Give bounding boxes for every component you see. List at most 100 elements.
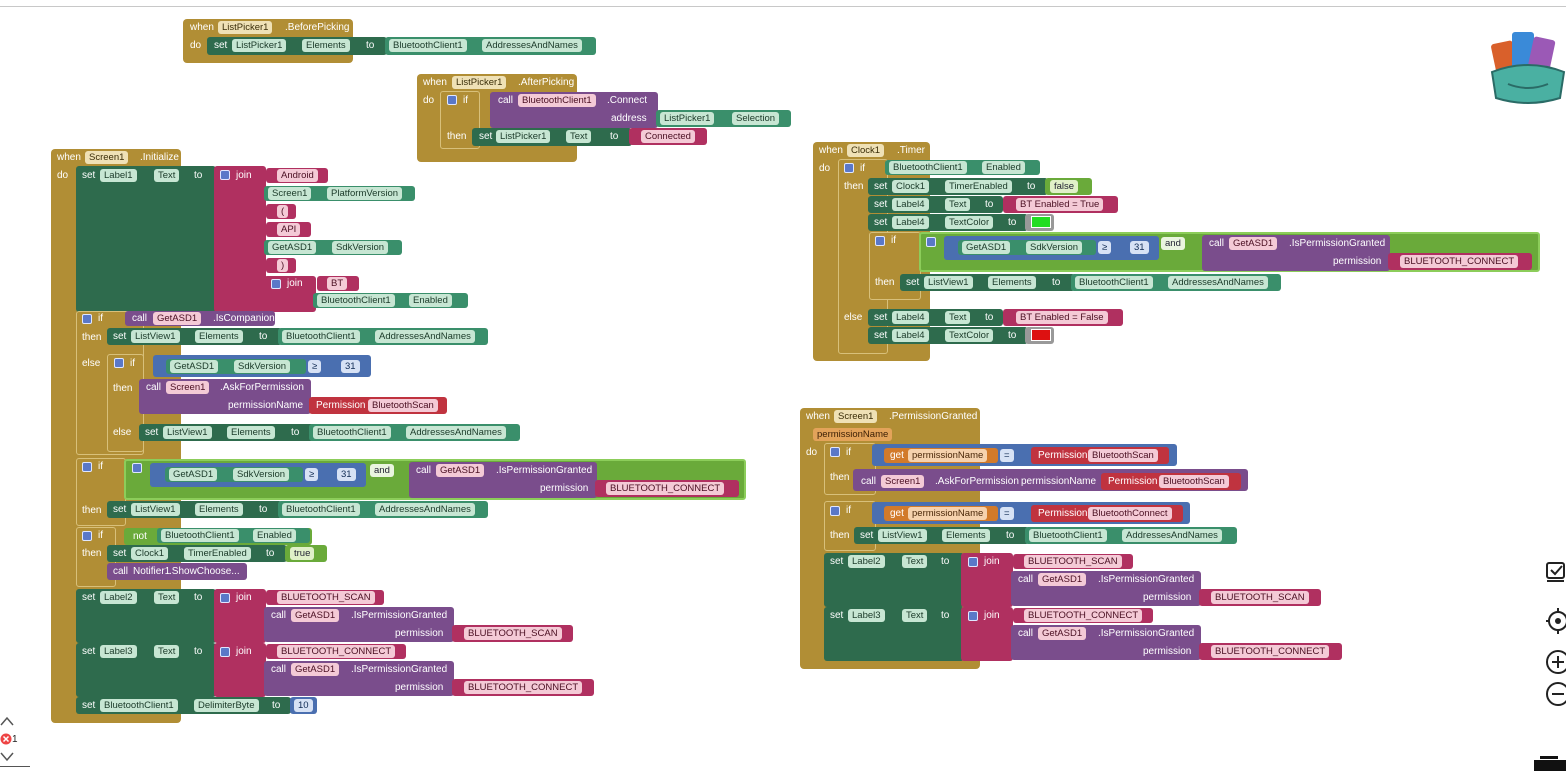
call-showchoose-block[interactable] bbox=[107, 563, 247, 580]
number-value[interactable]: 10 bbox=[294, 699, 313, 712]
property-dropdown[interactable]: Text bbox=[154, 169, 180, 182]
mutator-gear-icon[interactable] bbox=[830, 447, 840, 457]
property-dropdown[interactable]: AddressesAndNames bbox=[1168, 276, 1268, 289]
component-dropdown[interactable]: ListView1 bbox=[131, 503, 180, 516]
color-green-swatch[interactable] bbox=[1031, 216, 1051, 228]
component-dropdown[interactable]: BluetoothClient1 bbox=[313, 426, 391, 439]
and-dropdown[interactable]: and bbox=[1161, 237, 1185, 250]
component-dropdown[interactable]: Screen1 bbox=[268, 187, 312, 200]
component-dropdown[interactable]: ListPicker1 bbox=[232, 39, 287, 52]
component-dropdown[interactable]: Label4 bbox=[892, 329, 929, 342]
download-png-icon[interactable] bbox=[1545, 560, 1566, 584]
permission-dropdown[interactable]: BluetoothScan bbox=[368, 399, 438, 412]
permission-dropdown[interactable]: BluetoothScan bbox=[1159, 475, 1229, 488]
component-dropdown[interactable]: Label4 bbox=[892, 198, 929, 211]
component-dropdown[interactable]: Label3 bbox=[848, 609, 885, 622]
component-dropdown[interactable]: GetASD1 bbox=[962, 241, 1011, 254]
set-block[interactable] bbox=[824, 553, 964, 607]
boolean-dropdown[interactable]: true bbox=[290, 547, 315, 560]
mutator-gear-icon[interactable] bbox=[82, 314, 92, 324]
boolean-dropdown[interactable]: false bbox=[1050, 180, 1079, 193]
component-dropdown[interactable]: Label2 bbox=[848, 555, 885, 568]
operator-dropdown[interactable]: ≥ bbox=[308, 360, 322, 373]
component-dropdown[interactable]: Label3 bbox=[100, 645, 137, 658]
property-dropdown[interactable]: AddressesAndNames bbox=[1122, 529, 1222, 542]
property-dropdown[interactable]: Elements bbox=[302, 39, 350, 52]
text-value[interactable]: ( bbox=[277, 205, 289, 218]
property-dropdown[interactable]: Elements bbox=[195, 330, 243, 343]
property-dropdown[interactable]: Elements bbox=[195, 503, 243, 516]
set-block[interactable] bbox=[76, 643, 216, 697]
component-dropdown[interactable]: Clock1 bbox=[131, 547, 169, 560]
component-dropdown[interactable]: BluetoothClient1 bbox=[161, 529, 239, 542]
component-dropdown[interactable]: ListPicker1 bbox=[496, 130, 551, 143]
and-dropdown[interactable]: and bbox=[370, 464, 394, 477]
property-dropdown[interactable]: Selection bbox=[732, 112, 780, 125]
text-value[interactable]: API bbox=[277, 223, 301, 236]
component-dropdown[interactable]: GetASD1 bbox=[170, 360, 219, 373]
property-dropdown[interactable]: SdkVersion bbox=[234, 360, 291, 373]
set-block[interactable] bbox=[76, 589, 216, 643]
set-block[interactable] bbox=[76, 166, 216, 312]
mutator-gear-icon[interactable] bbox=[926, 237, 936, 247]
text-value[interactable]: BLUETOOTH_SCAN bbox=[1211, 591, 1309, 604]
variable-dropdown[interactable]: permissionName bbox=[908, 449, 988, 462]
text-value[interactable]: BLUETOOTH_CONNECT bbox=[1400, 255, 1519, 268]
component-dropdown[interactable]: GetASD1 bbox=[291, 609, 340, 622]
component-dropdown[interactable]: GetASD1 bbox=[268, 241, 317, 254]
color-red-swatch[interactable] bbox=[1031, 329, 1051, 341]
mutator-gear-icon[interactable] bbox=[830, 506, 840, 516]
mutator-gear-icon[interactable] bbox=[844, 163, 854, 173]
number-value[interactable]: 31 bbox=[341, 360, 360, 373]
mutator-gear-icon[interactable] bbox=[82, 531, 92, 541]
text-value[interactable]: BLUETOOTH_SCAN bbox=[464, 627, 562, 640]
component-dropdown[interactable]: Label4 bbox=[892, 311, 929, 324]
component-dropdown[interactable]: ListView1 bbox=[878, 529, 927, 542]
component-dropdown[interactable]: GetASD1 bbox=[169, 468, 218, 481]
property-dropdown[interactable]: TextColor bbox=[945, 329, 994, 342]
mutator-gear-icon[interactable] bbox=[220, 170, 230, 180]
property-dropdown[interactable]: PlatformVersion bbox=[327, 187, 403, 200]
component-dropdown[interactable]: BluetoothClient1 bbox=[1029, 529, 1107, 542]
join-block[interactable] bbox=[214, 166, 266, 312]
property-dropdown[interactable]: AddressesAndNames bbox=[375, 503, 475, 516]
property-dropdown[interactable]: TextColor bbox=[945, 216, 994, 229]
component-dropdown[interactable]: BluetoothClient1 bbox=[282, 330, 360, 343]
component-dropdown[interactable]: GetASD1 bbox=[291, 663, 340, 676]
component-dropdown[interactable]: Screen1 bbox=[85, 151, 129, 164]
component-dropdown[interactable]: GetASD1 bbox=[1038, 627, 1087, 640]
set-block[interactable] bbox=[824, 607, 964, 661]
operator-dropdown[interactable]: = bbox=[1000, 507, 1014, 520]
variable-dropdown[interactable]: permissionName bbox=[908, 507, 988, 520]
text-value[interactable]: BLUETOOTH_CONNECT bbox=[606, 482, 725, 495]
set-block[interactable] bbox=[868, 309, 1003, 326]
mutator-gear-icon[interactable] bbox=[220, 593, 230, 603]
property-dropdown[interactable]: AddressesAndNames bbox=[406, 426, 506, 439]
component-dropdown[interactable]: GetASD1 bbox=[1229, 237, 1278, 250]
property-dropdown[interactable]: Text bbox=[154, 645, 180, 658]
property-dropdown[interactable]: Enabled bbox=[253, 529, 296, 542]
component-dropdown[interactable]: BluetoothClient1 bbox=[518, 94, 596, 107]
text-value[interactable]: Connected bbox=[641, 130, 695, 143]
mutator-gear-icon[interactable] bbox=[132, 463, 142, 473]
property-dropdown[interactable]: SdkVersion bbox=[332, 241, 389, 254]
component-dropdown[interactable]: BluetoothClient1 bbox=[282, 503, 360, 516]
warning-toggle-down-icon[interactable] bbox=[0, 752, 14, 762]
text-value[interactable]: BLUETOOTH_CONNECT bbox=[277, 645, 396, 658]
mutator-gear-icon[interactable] bbox=[271, 279, 281, 289]
component-dropdown[interactable]: Clock1 bbox=[892, 180, 930, 193]
number-value[interactable]: 31 bbox=[1130, 241, 1149, 254]
mutator-gear-icon[interactable] bbox=[114, 358, 124, 368]
mutator-gear-icon[interactable] bbox=[875, 236, 885, 246]
property-dropdown[interactable]: Elements bbox=[227, 426, 275, 439]
text-value[interactable]: BLUETOOTH_SCAN bbox=[277, 591, 375, 604]
property-dropdown[interactable]: Elements bbox=[942, 529, 990, 542]
property-dropdown[interactable]: Text bbox=[902, 609, 928, 622]
property-dropdown[interactable]: Text bbox=[566, 130, 592, 143]
operator-dropdown[interactable]: ≥ bbox=[305, 468, 319, 481]
component-dropdown[interactable]: Label1 bbox=[100, 169, 137, 182]
component-dropdown[interactable]: GetASD1 bbox=[436, 464, 485, 477]
property-dropdown[interactable]: TimerEnabled bbox=[184, 547, 251, 560]
permission-dropdown[interactable]: BluetoothConnect bbox=[1088, 507, 1172, 520]
component-dropdown[interactable]: ListView1 bbox=[924, 276, 973, 289]
